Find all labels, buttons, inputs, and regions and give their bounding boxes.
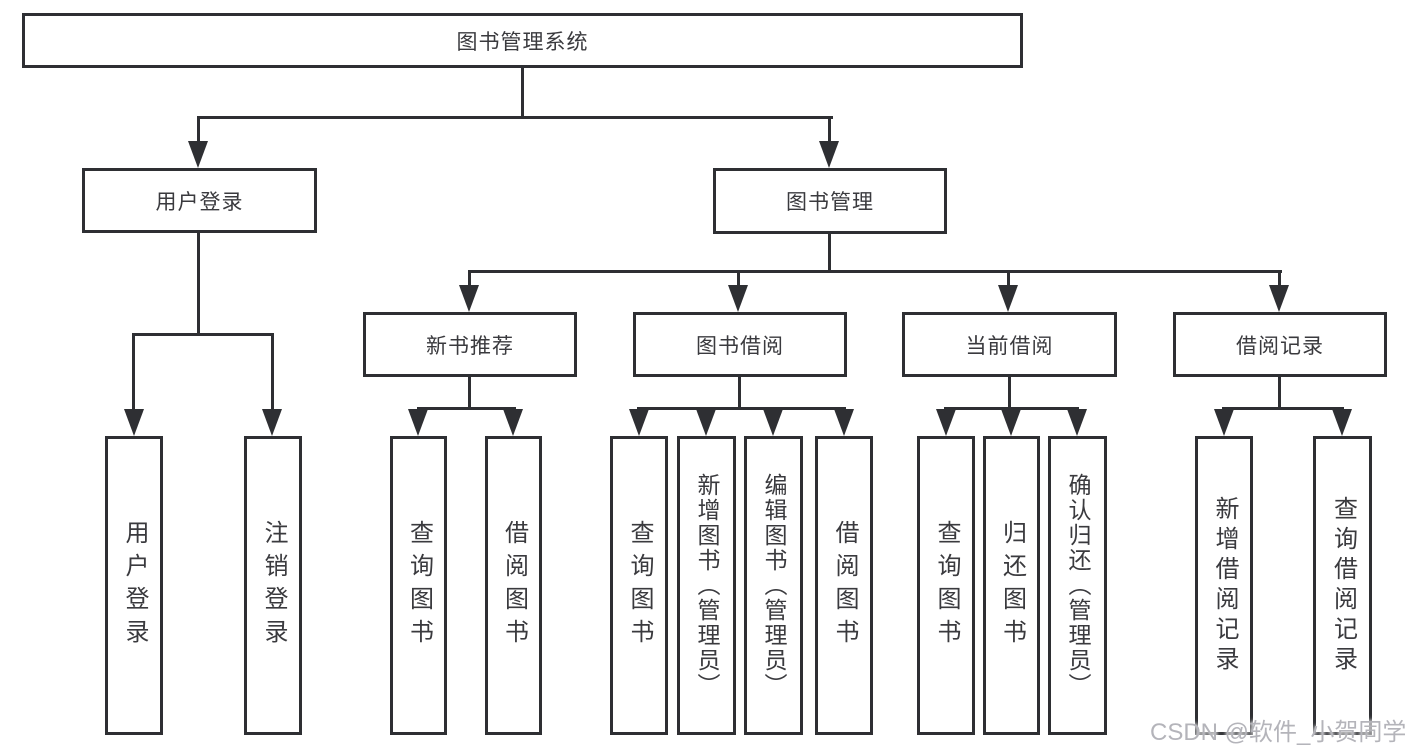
leaf-label: 查询图书 [405, 519, 433, 652]
arrow-down-icon [834, 409, 854, 436]
connector-hline [417, 407, 516, 410]
arrow-down-icon [124, 409, 144, 436]
arrow-down-icon [1001, 409, 1021, 436]
arrow-down-icon [936, 409, 956, 436]
connector-stem [468, 377, 471, 409]
leaf-query-book-borrow: 查询图书 [610, 436, 668, 735]
leaf-logout: 注销登录 [244, 436, 302, 735]
leaf-return-book: 归还图书 [983, 436, 1040, 735]
arrow-down-icon [1332, 409, 1352, 436]
node-user-login-label: 用户登录 [155, 190, 244, 214]
leaf-edit-book-admin: 编辑图书（管理员） [744, 436, 803, 735]
leaf-query-borrow-record: 查询借阅记录 [1313, 436, 1372, 735]
connector-stem [468, 270, 471, 287]
leaf-user-login: 用户登录 [105, 436, 163, 735]
arrow-down-icon [408, 409, 428, 436]
connector-stem [828, 116, 831, 144]
leaf-label: 注销登录 [260, 519, 287, 652]
leaf-query-book-recommend: 查询图书 [390, 436, 447, 735]
connector-hline [468, 270, 1282, 273]
node-new-book-recommend-label: 新书推荐 [426, 334, 514, 358]
leaf-borrow-book: 借阅图书 [815, 436, 873, 735]
arrow-down-icon [998, 285, 1018, 312]
connector-stem [737, 270, 740, 287]
node-current-borrow: 当前借阅 [902, 312, 1117, 377]
node-root-label: 图书管理系统 [456, 30, 589, 54]
leaf-label: 借阅图书 [500, 519, 528, 652]
connector-hline [132, 333, 274, 336]
leaf-label: 借阅图书 [831, 519, 858, 652]
leaf-label: 用户登录 [121, 519, 148, 652]
arrow-down-icon [503, 409, 523, 436]
node-current-borrow-label: 当前借阅 [965, 334, 1054, 358]
arrow-down-icon [1214, 409, 1234, 436]
leaf-add-borrow-record: 新增借阅记录 [1195, 436, 1253, 735]
arrow-down-icon [459, 285, 479, 312]
connector-hline [1222, 407, 1344, 410]
connector-stem [1007, 270, 1010, 287]
leaf-label: 查询图书 [626, 519, 653, 652]
leaf-label: 新增借阅记录 [1211, 495, 1238, 676]
leaf-label: 确认归还（管理员） [1065, 473, 1091, 698]
node-book-borrow: 图书借阅 [633, 312, 847, 377]
leaf-query-book-current: 查询图书 [917, 436, 975, 735]
connector-stem [197, 116, 200, 144]
node-root: 图书管理系统 [22, 13, 1023, 68]
arrow-down-icon [763, 409, 783, 436]
connector-stem [738, 377, 741, 409]
connector-stem [1278, 270, 1281, 287]
arrow-down-icon [819, 141, 839, 168]
leaf-label: 新增图书（管理员） [694, 473, 720, 698]
arrow-down-icon [1269, 285, 1289, 312]
connector-stem [132, 333, 135, 411]
connector-stem [1008, 377, 1011, 409]
node-book-borrow-label: 图书借阅 [696, 334, 784, 358]
node-book-management-label: 图书管理 [786, 191, 874, 214]
leaf-confirm-return-admin: 确认归还（管理员） [1048, 436, 1107, 735]
connector-hline [197, 116, 833, 119]
connector-stem [1278, 377, 1281, 409]
leaf-label: 查询借阅记录 [1329, 495, 1357, 676]
leaf-add-book-admin: 新增图书（管理员） [677, 436, 736, 735]
node-borrow-records-label: 借阅记录 [1236, 334, 1324, 358]
connector-stem [828, 234, 831, 272]
connector-hline [944, 407, 1079, 410]
arrow-down-icon [1067, 409, 1087, 436]
arrow-down-icon [188, 141, 208, 168]
leaf-label: 查询图书 [933, 519, 960, 652]
connector-stem [271, 333, 274, 411]
node-borrow-records: 借阅记录 [1173, 312, 1387, 377]
leaf-label: 编辑图书（管理员） [761, 473, 787, 698]
connector-hline [637, 407, 846, 410]
node-new-book-recommend: 新书推荐 [363, 312, 577, 377]
arrow-down-icon [696, 409, 716, 436]
leaf-label: 归还图书 [998, 519, 1026, 652]
connector-stem [521, 68, 524, 118]
arrow-down-icon [629, 409, 649, 436]
arrow-down-icon [262, 409, 282, 436]
csdn-watermark: CSDN @软件_小贺同学 [1150, 719, 1405, 746]
leaf-borrow-book-recommend: 借阅图书 [485, 436, 542, 735]
node-user-login: 用户登录 [82, 168, 317, 233]
node-book-management: 图书管理 [713, 168, 947, 234]
arrow-down-icon [728, 285, 748, 312]
connector-stem [197, 233, 200, 336]
